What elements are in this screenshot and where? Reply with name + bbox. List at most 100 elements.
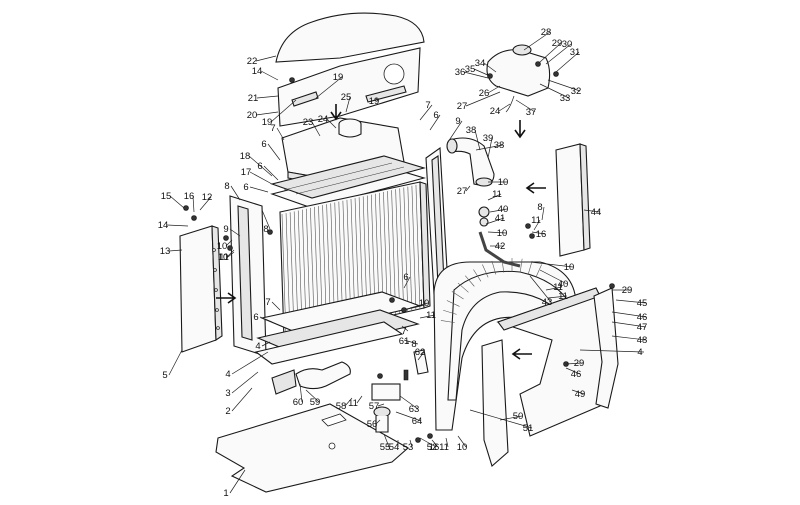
callout-leader-38 [474,129,481,151]
callout-leader-39 [487,137,493,159]
callout-leader-31 [555,51,580,73]
callout-leader-56 [375,419,381,425]
callout-label-27: 27 [457,101,468,112]
callout-label-61: 61 [399,336,410,347]
callout-leader-44 [583,209,601,213]
callout-label-8: 8 [224,181,229,192]
callout-label-43: 43 [542,297,553,308]
callout-label-9: 9 [223,224,228,235]
bottom-cover-plate [215,403,409,493]
callout-label-10: 10 [564,262,575,273]
callout-label-20: 20 [247,110,258,121]
bracket-62 [413,349,429,375]
callout-leader-28 [523,31,551,51]
cover-slot [321,413,347,427]
callout-label-25: 25 [341,92,352,103]
callout-leader-10 [457,435,467,448]
callout-label-10: 10 [497,228,508,239]
callout-label-29: 29 [552,38,563,49]
left-side-flange [211,225,223,342]
callout-label-11: 11 [531,215,541,226]
callout-label-49: 49 [575,389,586,400]
callout-leader-29 [539,42,562,63]
callout-leader-47 [611,321,647,328]
callout-label-11: 11 [492,189,502,200]
callout-label-37: 37 [526,107,537,118]
callout-label-10: 10 [419,298,430,309]
callout-label-6: 6 [253,312,258,323]
bracket-opening [383,63,405,85]
callout-label-6: 6 [257,161,262,172]
callout-leader-11 [227,251,235,258]
callout-label-19: 19 [262,117,273,128]
callout-label-7: 7 [265,297,270,308]
callout-leader-38 [475,144,504,151]
callout-label-32: 32 [571,86,582,97]
callout-leader-33 [539,83,570,99]
callout-leader-40 [539,269,568,285]
callout-label-55: 55 [380,442,391,453]
callout-leader-60 [299,383,303,403]
callout-label-22: 22 [247,56,258,67]
callout-leader-20 [255,111,279,116]
callout-leader-11 [445,437,449,448]
top-deflector [275,12,425,63]
callout-leader-22 [255,55,277,62]
callout-label-15: 15 [161,191,172,202]
callout-label-6: 6 [243,182,248,193]
callout-label-33: 33 [560,93,571,104]
callout-leader-11 [419,314,436,319]
hose-clamp-38 [446,138,458,154]
callout-label-1: 1 [223,488,228,499]
callout-label-42: 42 [495,241,506,252]
callout-leader-36 [463,71,489,79]
left-panel-holes [212,248,220,330]
callout-leader-23 [311,121,321,137]
callout-label-11: 11 [348,398,358,409]
callout-label-28: 28 [541,27,552,38]
callout-label-13: 13 [160,246,171,257]
callout-label-45: 45 [637,298,648,309]
callout-leader-51 [469,409,533,429]
callout-leader-30 [545,43,572,65]
callout-label-7: 7 [270,123,275,134]
callout-leader-2 [231,387,253,412]
callout-leader-7 [419,104,433,121]
callout-leader-10 [226,249,235,258]
callout-label-6: 6 [261,139,266,150]
callout-leader-27 [465,185,471,192]
callout-leader-4 [231,351,269,375]
callout-leader-32 [547,79,581,92]
callout-label-52: 52 [427,442,438,453]
callout-label-44: 44 [591,207,602,218]
callout-label-47: 47 [637,322,648,333]
callout-leader-43 [529,275,552,303]
callout-label-54: 54 [389,442,400,453]
callout-leader-19 [315,76,343,99]
callout-label-35: 35 [465,64,476,75]
callout-label-8: 8 [537,202,542,213]
callout-leader-8 [230,185,241,201]
callout-leader-19 [375,97,379,102]
callout-label-16: 16 [184,191,195,202]
callout-label-27: 27 [457,186,468,197]
cover-hole [328,442,336,450]
callout-label-4: 4 [637,347,642,358]
callout-label-11: 11 [439,442,449,453]
callout-label-2: 2 [225,406,230,417]
callout-label-51: 51 [523,423,534,434]
callout-leader-24 [326,118,337,129]
shroud-ribs [440,258,542,323]
direction-arrows [216,104,546,360]
callout-label-38: 38 [466,125,477,136]
callout-leader-35 [473,68,491,77]
callout-label-14: 14 [158,220,169,231]
callout-label-16: 16 [536,229,547,240]
connecting-pipe [478,231,521,268]
expansion-tank [486,49,551,97]
callout-leader-1 [229,469,246,494]
callout-label-24: 24 [318,114,329,125]
callout-leader-18 [248,155,273,177]
